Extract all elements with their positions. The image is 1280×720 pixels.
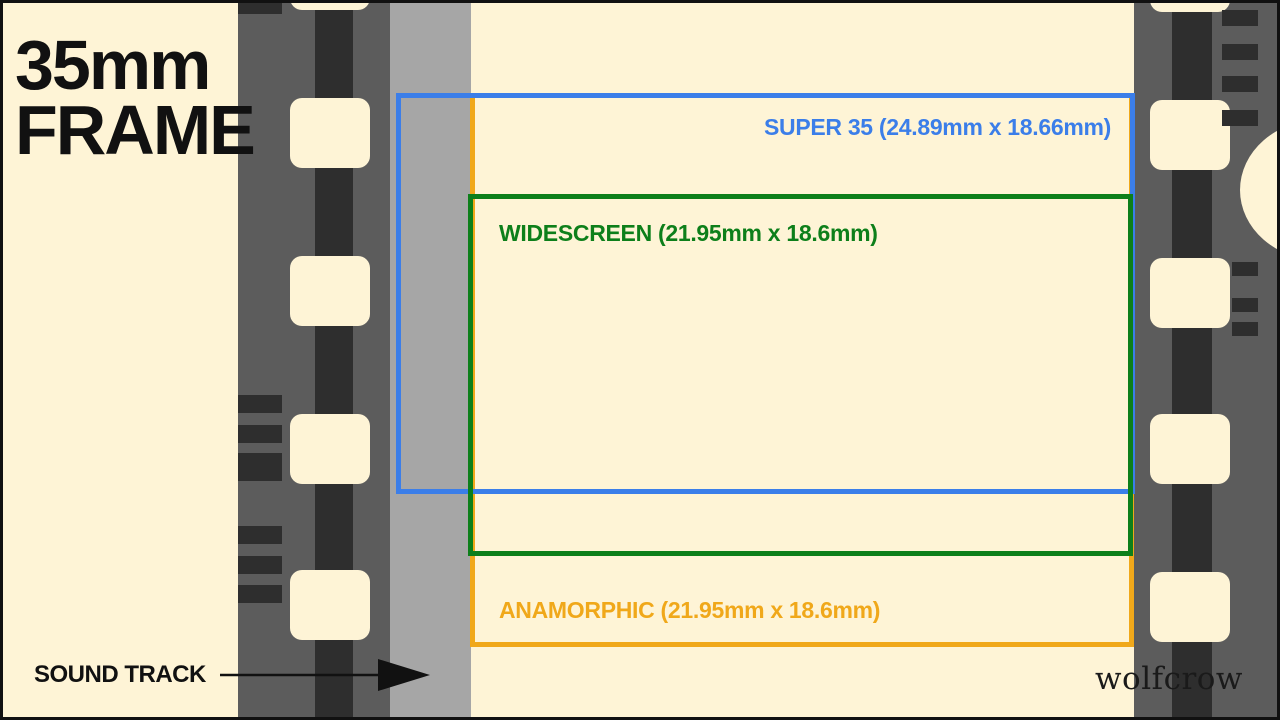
perforation-hole: [290, 98, 370, 168]
edge-code-mark: [1232, 298, 1258, 312]
edge-code-mark: [238, 556, 282, 574]
perforation-hole: [1150, 258, 1230, 328]
edge-code-mark: [1232, 262, 1258, 276]
widescreen-label: WIDESCREEN (21.95mm x 18.6mm): [499, 220, 878, 246]
edge-code-mark: [238, 585, 282, 603]
sound-track-strip: [390, 0, 471, 720]
edge-code-mark: [1222, 10, 1258, 26]
edge-code-mark: [238, 425, 282, 443]
edge-code-mark: [1232, 322, 1258, 336]
anamorphic-label: ANAMORPHIC (21.95mm x 18.6mm): [499, 597, 881, 623]
edge-code-mark: [238, 0, 282, 14]
edge-code-mark: [238, 395, 282, 413]
sound-track-arrow: [220, 659, 430, 691]
perforation-hole: [290, 570, 370, 640]
edge-code-mark: [1222, 44, 1258, 60]
perforation-hole: [290, 0, 370, 10]
page-title-line-1: 35mm: [15, 26, 211, 104]
edge-code-mark: [1222, 110, 1258, 126]
page-title-line-2: FRAME: [15, 91, 256, 169]
perforation-hole: [1150, 572, 1230, 642]
super35-label: SUPER 35 (24.89mm x 18.66mm): [763, 114, 1111, 140]
wolfcrow-watermark: wolfcrow: [1095, 661, 1243, 697]
widescreen-frame-outline: [468, 194, 1133, 556]
edge-code-mark: [1222, 76, 1258, 92]
edge-code-mark: [238, 526, 282, 544]
perforation-hole: [1150, 414, 1230, 484]
perforation-hole: [1150, 100, 1230, 170]
sound-track-label: SOUND TRACK: [34, 661, 206, 688]
edge-code-mark: [238, 453, 282, 481]
perforation-hole: [1150, 0, 1230, 12]
perforation-hole: [290, 414, 370, 484]
perforation-hole: [290, 256, 370, 326]
